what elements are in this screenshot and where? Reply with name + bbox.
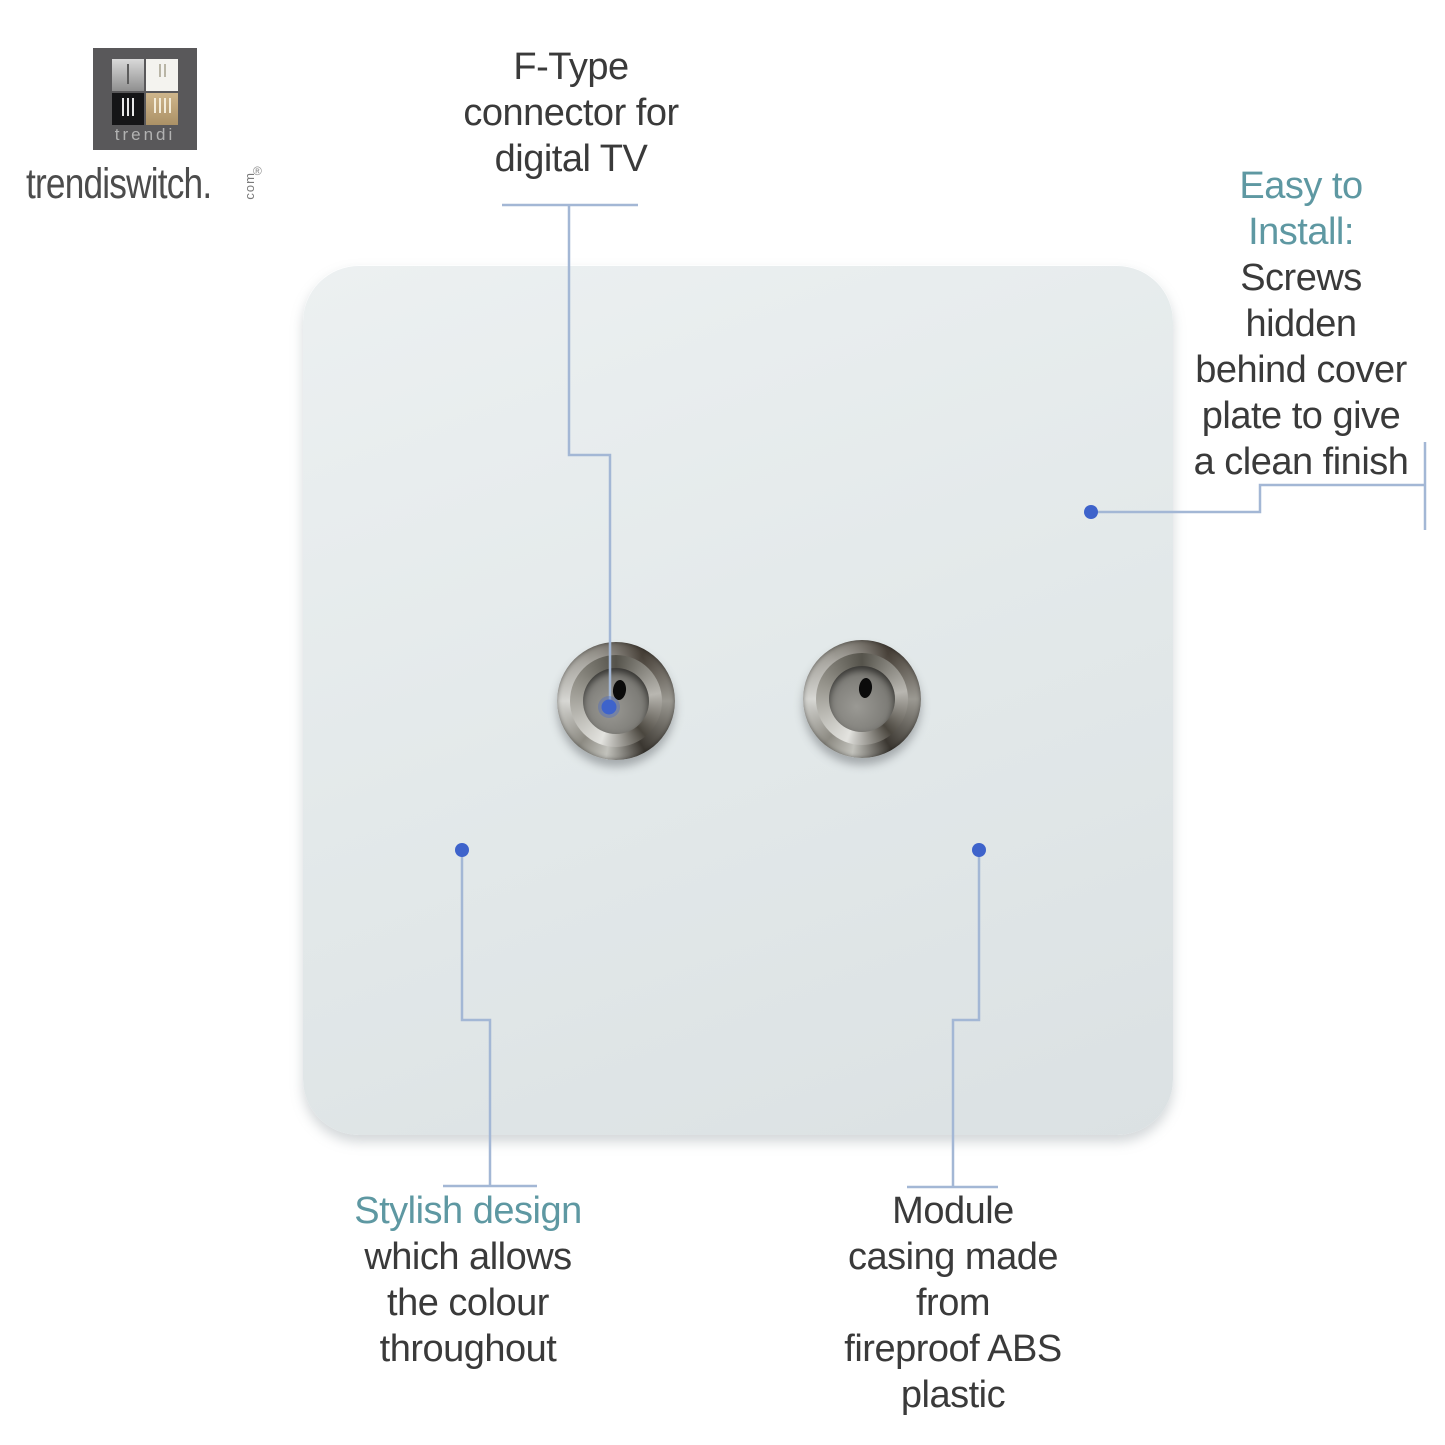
logo-text: trendi	[114, 125, 176, 144]
annotation-module-casing: Module casing made from fireproof ABS pl…	[803, 1188, 1103, 1418]
annotation-f-type: F-Type connector for digital TV	[411, 44, 731, 182]
annotation-heading-line: Install:	[1248, 211, 1354, 253]
callout-dot-top	[601, 699, 617, 715]
f-connector-right	[803, 640, 921, 758]
annotation-line: a clean finish	[1193, 441, 1409, 483]
annotation-line: casing made	[848, 1236, 1058, 1278]
annotation-line: from	[916, 1282, 991, 1324]
annotation-easy-install: Easy to Install: Screws hidden behind co…	[1158, 163, 1444, 485]
callout-line-bottom-left	[443, 851, 537, 1188]
logo-mark: trendi	[93, 48, 197, 150]
annotation-line: plate to give	[1201, 395, 1401, 437]
connector-recess	[583, 668, 649, 734]
annotation-heading-line: Easy to	[1239, 165, 1363, 207]
callout-dot-bottom-right	[972, 843, 986, 857]
annotation-line: the colour	[387, 1282, 549, 1324]
logo-tile-gold-icon	[146, 93, 178, 125]
logo-tile-chrome-icon	[112, 59, 144, 91]
callout-line-top	[502, 203, 638, 701]
f-connector-left	[557, 642, 675, 760]
annotation-line: which allows	[364, 1236, 572, 1278]
callout-dot-bottom-left	[455, 843, 469, 857]
callout-line-right	[1091, 442, 1427, 530]
callout-dot-right	[1084, 505, 1098, 519]
annotation-line: digital TV	[494, 138, 648, 180]
annotation-line: fireproof ABS	[844, 1328, 1062, 1370]
connector-recess	[829, 666, 895, 732]
logo-switch-tiles	[112, 59, 180, 127]
annotation-line: throughout	[379, 1328, 557, 1370]
brand-wordmark: trendiswitch. com ®	[26, 160, 296, 222]
annotation-line: F-Type	[513, 46, 629, 88]
annotation-line: Module	[892, 1190, 1014, 1232]
logo-tile-white-icon	[146, 59, 178, 91]
wordmark-text: trendiswitch.	[26, 160, 212, 208]
logo-tile-black-icon	[112, 93, 144, 125]
annotation-heading-line: Stylish design	[354, 1190, 582, 1232]
registered-mark-icon: ®	[253, 164, 262, 178]
annotation-line: Screws	[1240, 257, 1362, 299]
annotation-line: behind cover	[1195, 349, 1407, 391]
annotation-line: plastic	[900, 1374, 1006, 1416]
annotation-stylish-design: Stylish design which allows the colour t…	[318, 1188, 618, 1372]
callout-line-bottom-right	[907, 851, 998, 1189]
annotation-line: hidden	[1245, 303, 1357, 345]
faceplate	[303, 265, 1173, 1135]
annotation-line: connector for	[463, 92, 679, 134]
